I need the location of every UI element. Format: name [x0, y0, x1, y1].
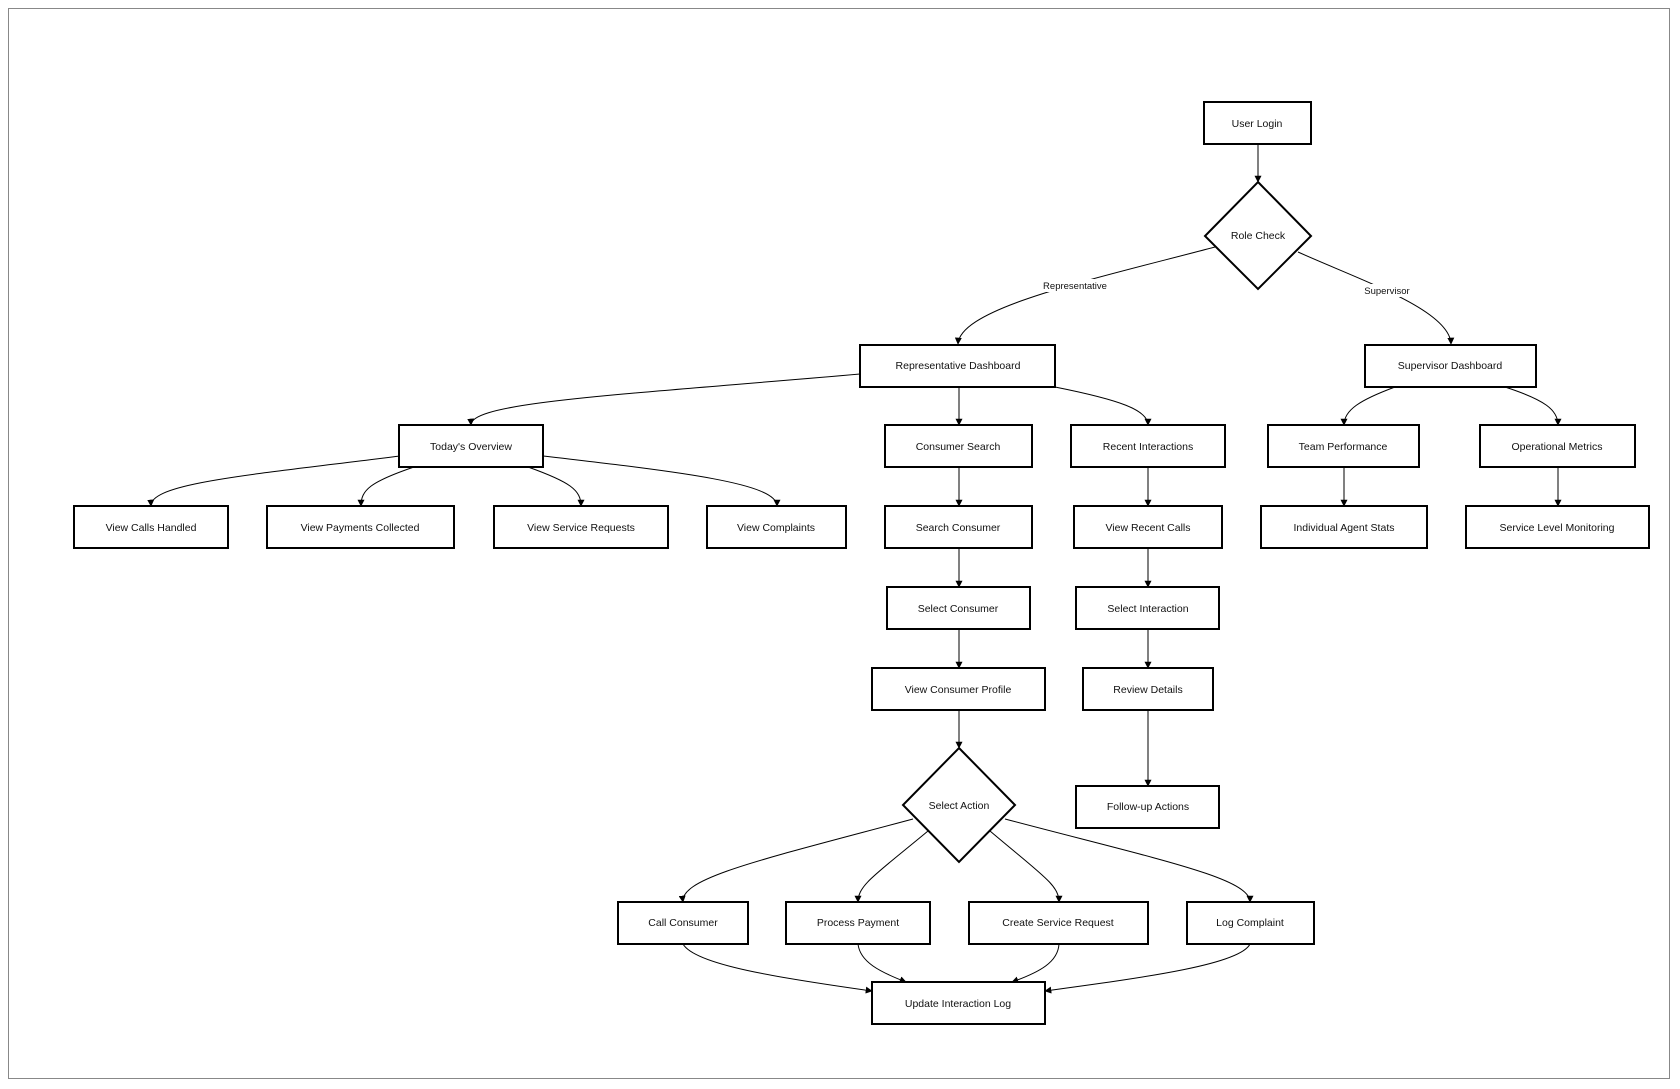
- svg-text:Update Interaction Log: Update Interaction Log: [905, 998, 1011, 1010]
- node-call-consumer[interactable]: Call Consumer: [617, 901, 749, 945]
- node-select-interaction[interactable]: Select Interaction: [1075, 586, 1220, 630]
- node-create-service-request[interactable]: Create Service Request: [968, 901, 1149, 945]
- node-select-action[interactable]: Select Action: [901, 746, 1017, 864]
- node-team-performance[interactable]: Team Performance: [1267, 424, 1420, 468]
- node-follow-up-actions[interactable]: Follow-up Actions: [1075, 785, 1220, 829]
- svg-text:Representative Dashboard: Representative Dashboard: [896, 360, 1021, 372]
- node-view-consumer-profile[interactable]: View Consumer Profile: [871, 667, 1046, 711]
- svg-text:Select Interaction: Select Interaction: [1107, 603, 1188, 615]
- svg-text:View Payments Collected: View Payments Collected: [301, 522, 420, 534]
- svg-text:View Recent Calls: View Recent Calls: [1105, 522, 1190, 534]
- edges: [147, 144, 1562, 994]
- nodes: User Login Role Check Representative Das…: [73, 101, 1650, 1025]
- svg-text:Search Consumer: Search Consumer: [916, 522, 1001, 534]
- node-role-check[interactable]: Role Check: [1203, 180, 1313, 291]
- svg-text:Service Level Monitoring: Service Level Monitoring: [1500, 522, 1615, 534]
- edge-payment-update-log: [857, 943, 907, 984]
- svg-text:Team Performance: Team Performance: [1299, 441, 1388, 453]
- node-todays-overview[interactable]: Today's Overview: [398, 424, 544, 468]
- svg-text:Consumer Search: Consumer Search: [916, 441, 1001, 453]
- diagram-frame: [8, 8, 1670, 1079]
- edge-labels: Representative Supervisor: [1040, 279, 1412, 297]
- edge-service-request-update-log: [1011, 943, 1060, 984]
- node-view-complaints[interactable]: View Complaints: [706, 505, 847, 549]
- node-supervisor-dashboard[interactable]: Supervisor Dashboard: [1364, 344, 1537, 388]
- svg-text:Select Action: Select Action: [929, 800, 990, 812]
- edge-action-complaint: [1004, 818, 1254, 903]
- svg-text:Review Details: Review Details: [1113, 684, 1182, 696]
- edge-role-sup-dashboard: [1297, 251, 1455, 345]
- svg-text:View Complaints: View Complaints: [737, 522, 815, 534]
- node-operational-metrics[interactable]: Operational Metrics: [1479, 424, 1636, 468]
- edge-call-update-log: [682, 943, 873, 994]
- edge-sup-operational-metrics: [1504, 386, 1562, 426]
- edge-role-rep-dashboard: [954, 246, 1216, 345]
- svg-text:Follow-up Actions: Follow-up Actions: [1107, 801, 1189, 813]
- node-service-level-monitoring[interactable]: Service Level Monitoring: [1465, 505, 1650, 549]
- node-search-consumer[interactable]: Search Consumer: [884, 505, 1033, 549]
- svg-text:Operational Metrics: Operational Metrics: [1511, 441, 1602, 453]
- edge-overview-complaints: [542, 455, 781, 507]
- svg-text:Recent Interactions: Recent Interactions: [1103, 441, 1193, 453]
- svg-text:Supervisor Dashboard: Supervisor Dashboard: [1398, 360, 1503, 372]
- svg-text:Log Complaint: Log Complaint: [1216, 917, 1284, 929]
- edge-label-supervisor: Supervisor: [1364, 286, 1409, 297]
- node-view-calls-handled[interactable]: View Calls Handled: [73, 505, 229, 549]
- svg-text:Individual Agent Stats: Individual Agent Stats: [1294, 522, 1395, 534]
- node-view-payments-collected[interactable]: View Payments Collected: [266, 505, 455, 549]
- edge-rep-overview: [467, 373, 861, 426]
- svg-text:Role Check: Role Check: [1231, 230, 1286, 242]
- node-consumer-search[interactable]: Consumer Search: [884, 424, 1033, 468]
- node-select-consumer[interactable]: Select Consumer: [886, 586, 1031, 630]
- node-log-complaint[interactable]: Log Complaint: [1186, 901, 1315, 945]
- node-view-service-requests[interactable]: View Service Requests: [493, 505, 669, 549]
- svg-text:User Login: User Login: [1232, 118, 1283, 130]
- svg-text:Call Consumer: Call Consumer: [648, 917, 718, 929]
- edge-overview-calls: [147, 455, 401, 507]
- node-view-recent-calls[interactable]: View Recent Calls: [1073, 505, 1223, 549]
- edge-sup-team-performance: [1340, 386, 1396, 426]
- node-individual-agent-stats[interactable]: Individual Agent Stats: [1260, 505, 1428, 549]
- edge-action-service-request: [989, 830, 1063, 903]
- edge-rep-recent-interactions: [1054, 386, 1152, 426]
- edge-overview-payments: [357, 466, 415, 507]
- edge-action-call: [678, 818, 914, 903]
- node-update-interaction-log[interactable]: Update Interaction Log: [871, 981, 1046, 1025]
- edge-complaint-update-log: [1044, 943, 1251, 994]
- node-representative-dashboard[interactable]: Representative Dashboard: [859, 344, 1056, 388]
- svg-text:Today's Overview: Today's Overview: [430, 441, 512, 453]
- svg-text:Process Payment: Process Payment: [817, 917, 899, 929]
- svg-text:View Consumer Profile: View Consumer Profile: [905, 684, 1012, 696]
- node-process-payment[interactable]: Process Payment: [785, 901, 931, 945]
- edge-action-payment: [854, 830, 929, 903]
- svg-text:View Service Requests: View Service Requests: [527, 522, 635, 534]
- svg-text:Select Consumer: Select Consumer: [918, 603, 999, 615]
- edge-label-representative: Representative: [1043, 281, 1107, 292]
- edge-overview-service-requests: [527, 466, 585, 507]
- svg-text:View Calls Handled: View Calls Handled: [106, 522, 197, 534]
- svg-text:Create Service Request: Create Service Request: [1002, 917, 1114, 929]
- node-review-details[interactable]: Review Details: [1082, 667, 1214, 711]
- node-user-login[interactable]: User Login: [1203, 101, 1312, 145]
- node-recent-interactions[interactable]: Recent Interactions: [1070, 424, 1226, 468]
